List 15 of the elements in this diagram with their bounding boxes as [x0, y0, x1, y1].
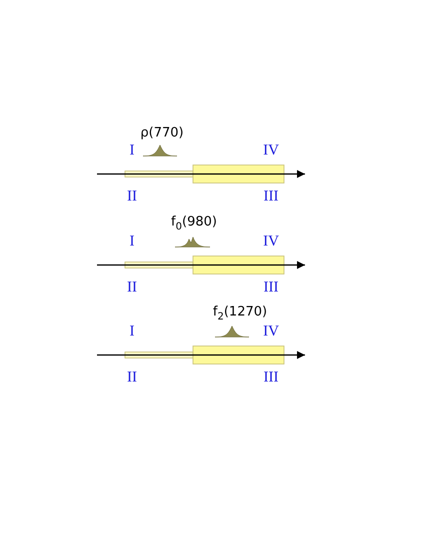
region-numeral: IV: [263, 324, 279, 340]
region-numeral: II: [127, 370, 137, 386]
region-numeral: II: [127, 190, 137, 204]
region-numeral: IV: [263, 144, 279, 158]
region-numeral: I: [130, 234, 134, 250]
resonance-label: ρ(770): [140, 126, 184, 140]
region-numeral: II: [127, 280, 137, 296]
region-numeral: I: [130, 144, 134, 158]
resonance-label: f$_{2}$(1270): [212, 306, 268, 322]
region-numeral: III: [264, 370, 278, 386]
resonance-label: f$_{0}$(980): [171, 216, 217, 232]
region-numeral: III: [264, 280, 278, 296]
region-numeral: III: [264, 190, 278, 204]
region-numeral: IV: [263, 234, 279, 250]
region-numeral: I: [130, 324, 134, 340]
